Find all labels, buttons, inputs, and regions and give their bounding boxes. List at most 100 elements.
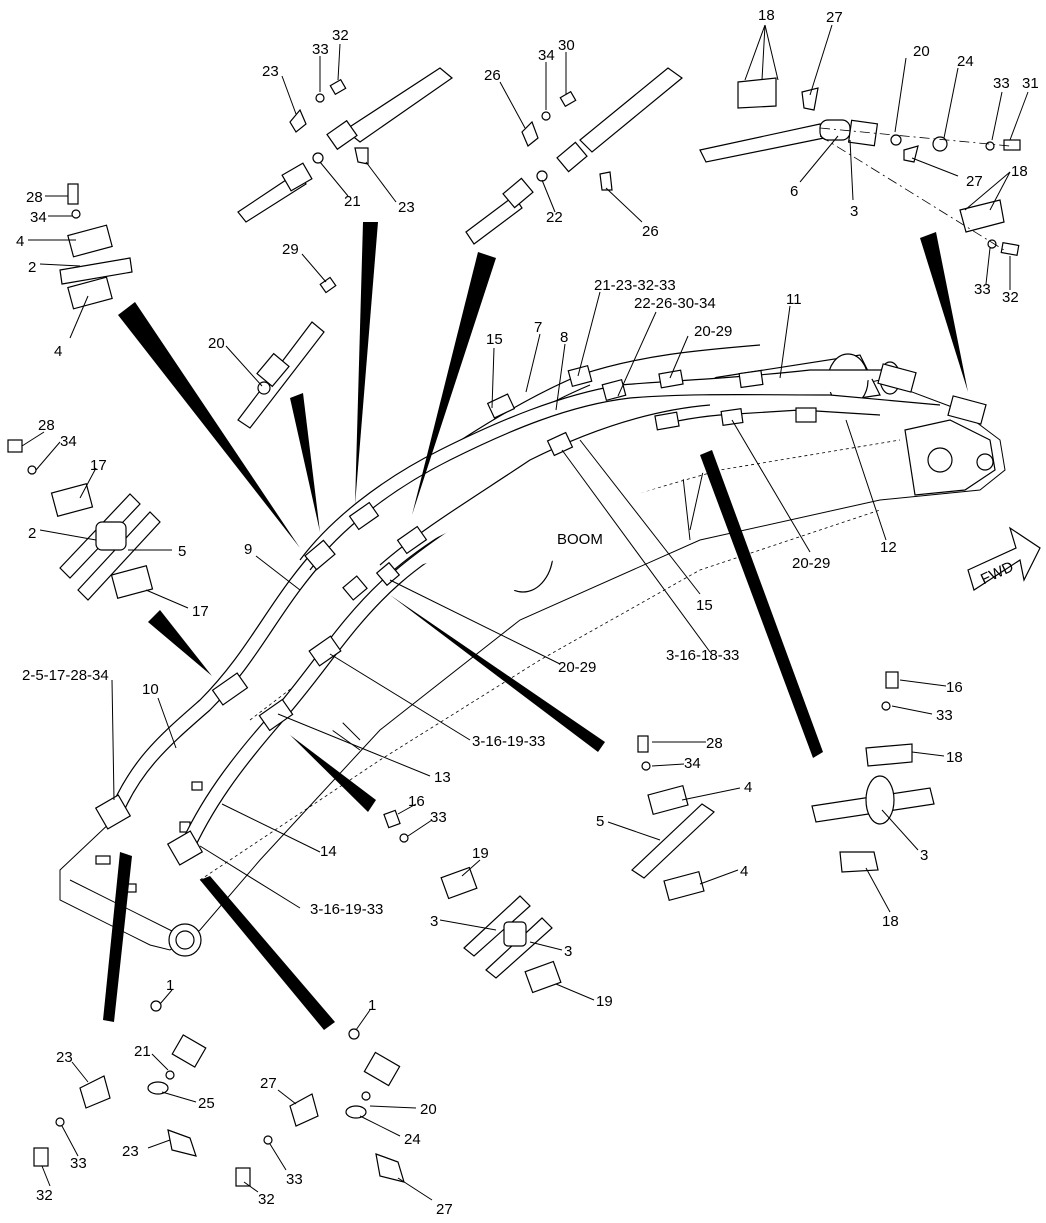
callout: 16 (946, 679, 963, 696)
callout: 33 (286, 1171, 303, 1188)
callout: 15 (486, 331, 503, 348)
callout: 4 (740, 863, 748, 880)
callout: 3-16-19-33 (310, 901, 383, 918)
callout: 18 (1011, 163, 1028, 180)
callout: 15 (696, 597, 713, 614)
callout: 31 (1022, 75, 1039, 92)
callout: 28 (38, 417, 55, 434)
callout: 20 (913, 43, 930, 60)
callout: 26 (484, 67, 501, 84)
callout: 18 (882, 913, 899, 930)
callout: 33 (70, 1155, 87, 1172)
callout: 17 (192, 603, 209, 620)
detail-parts (7, 67, 1021, 1187)
callout: 33 (993, 75, 1010, 92)
callout: 4 (54, 343, 62, 360)
callout: 30 (558, 37, 575, 54)
callout: 33 (430, 809, 447, 826)
callout: 22-26-30-34 (634, 295, 716, 312)
pointer-wedge (118, 302, 300, 548)
callout: 7 (534, 319, 542, 336)
callout: 18 (758, 7, 775, 24)
hydraulic-lines (94, 344, 987, 866)
callout: 9 (244, 541, 252, 558)
callout: 33 (312, 41, 329, 58)
callout: 1 (166, 977, 174, 994)
callout: 14 (320, 843, 337, 860)
callout: 5 (178, 543, 186, 560)
callout: 24 (404, 1131, 421, 1148)
callout: 3 (430, 913, 438, 930)
callout: 2 (28, 259, 36, 276)
callout: 12 (880, 539, 897, 556)
callout: 33 (974, 281, 991, 298)
callout: 23 (56, 1049, 73, 1066)
callout: 13 (434, 769, 451, 786)
pointer-wedge (355, 222, 378, 505)
leader-lines (21, 24, 1029, 1201)
callout: 4 (16, 233, 24, 250)
callout: 3-16-18-33 (666, 647, 739, 664)
callout: 3 (920, 847, 928, 864)
callout: 8 (560, 329, 568, 346)
forward-arrow (967, 526, 1041, 591)
callout: 32 (258, 1191, 275, 1208)
callout: 34 (30, 209, 47, 226)
callout: 20 (208, 335, 225, 352)
callout: 10 (142, 681, 159, 698)
callout: 6 (790, 183, 798, 200)
callout: 32 (1002, 289, 1019, 306)
callout: 16 (408, 793, 425, 810)
callout: 21 (344, 193, 361, 210)
callout: 17 (90, 457, 107, 474)
callout: 5 (596, 813, 604, 830)
callout: 21-23-32-33 (594, 277, 676, 294)
callout: 1 (368, 997, 376, 1014)
pointer-wedge (920, 232, 968, 392)
callout: 22 (546, 209, 563, 226)
callout: 3-16-19-33 (472, 733, 545, 750)
callout: 2 (28, 525, 36, 542)
callout: 34 (684, 755, 701, 772)
callout: 19 (472, 845, 489, 862)
pointer-wedge (103, 852, 132, 1022)
callout: 34 (60, 433, 77, 450)
callout: 11 (786, 291, 802, 308)
pointer-wedge (700, 450, 823, 758)
callout: 20 (420, 1101, 437, 1118)
callout: 23 (122, 1143, 139, 1160)
callout: 34 (538, 47, 555, 64)
callout: 26 (642, 223, 659, 240)
callout: 32 (332, 27, 349, 44)
callout: 20-29 (558, 659, 596, 676)
pointer-wedge (412, 252, 496, 515)
callout: 29 (282, 241, 299, 258)
callout: 18 (946, 749, 963, 766)
callout: 27 (826, 9, 843, 26)
callout: 3 (564, 943, 572, 960)
pointer-wedge (390, 595, 605, 752)
callout: 23 (398, 199, 415, 216)
callout: 28 (26, 189, 43, 206)
callout: 2-5-17-28-34 (22, 667, 109, 684)
callout: 19 (596, 993, 613, 1010)
pointer-wedge (200, 876, 335, 1030)
callout: 20-29 (694, 323, 732, 340)
callout: 24 (957, 53, 974, 70)
callout: 20-29 (792, 555, 830, 572)
pointer-wedges (103, 222, 968, 1030)
callout: 3 (850, 203, 858, 220)
callout: 25 (198, 1095, 215, 1112)
callout: 21 (134, 1043, 151, 1060)
pointer-wedge (290, 393, 320, 532)
callout: 4 (744, 779, 752, 796)
pointer-wedge (290, 735, 376, 812)
callout: 23 (262, 63, 279, 80)
callout: 28 (706, 735, 723, 752)
label-boom: BOOM (557, 531, 603, 548)
callout: 27 (966, 173, 983, 190)
callout: 27 (436, 1201, 453, 1218)
callout: 27 (260, 1075, 277, 1092)
pointer-wedge (148, 610, 212, 676)
